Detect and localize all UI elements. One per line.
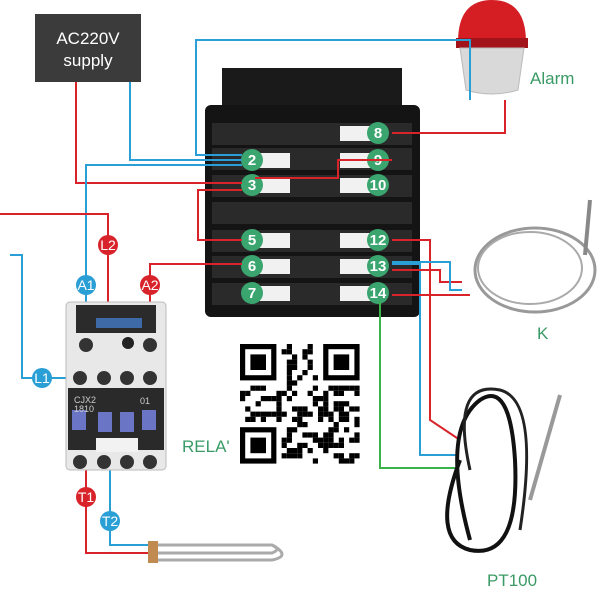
svg-text:A2: A2: [141, 277, 158, 293]
contactor-model-number: 1810: [74, 404, 94, 414]
terminal-marker: [241, 229, 263, 251]
thermocouple-label: K: [537, 324, 549, 343]
terminal-marker: [241, 282, 263, 304]
qr-code: [238, 342, 364, 468]
terminal-7: 7: [248, 285, 256, 302]
supply-line2: supply: [63, 51, 113, 70]
marker-l1: L1: [32, 368, 52, 388]
contactor-aux: 01: [140, 396, 150, 406]
terminal-marker: [367, 255, 389, 277]
heater-element: [148, 541, 284, 563]
terminal-marker: [367, 122, 389, 144]
relay-caption: RELA': [182, 437, 230, 456]
marker-a1: A1: [76, 275, 96, 295]
terminal-6: 6: [248, 258, 256, 275]
marker-t1: T1: [76, 487, 96, 507]
terminal-marker: [367, 174, 389, 196]
terminal-10: 10: [370, 177, 387, 194]
terminal-marker: [241, 149, 263, 171]
marker-t2: T2: [100, 511, 120, 531]
terminal-marker: [367, 282, 389, 304]
svg-text:T1: T1: [78, 489, 95, 505]
pt100-sensor: PT100: [445, 387, 562, 590]
k-thermocouple: K: [473, 199, 597, 343]
terminal-marker: [367, 229, 389, 251]
terminal-14: 14: [370, 285, 387, 302]
pt100-label: PT100: [487, 571, 537, 590]
svg-text:A1: A1: [77, 277, 94, 293]
contactor-model: CJX2: [74, 395, 96, 405]
svg-text:L1: L1: [34, 370, 50, 386]
terminal-13: 13: [370, 258, 387, 275]
terminal-row: [212, 202, 412, 224]
supply-line1: AC220V: [56, 29, 120, 48]
terminal-12: 12: [370, 232, 387, 249]
contactor: CJX2 1810 01: [65, 301, 167, 471]
svg-text:L2: L2: [100, 237, 116, 253]
svg-text:T2: T2: [102, 513, 119, 529]
terminal-marker: [241, 255, 263, 277]
marker-a2: A2: [140, 275, 160, 295]
terminal-5: 5: [248, 232, 256, 249]
terminal-3: 3: [248, 177, 256, 194]
terminal-2: 2: [248, 152, 256, 169]
terminal-marker: [241, 174, 263, 196]
terminal-8: 8: [374, 125, 382, 142]
supply-box: AC220V supply: [35, 14, 141, 82]
alarm-label: Alarm: [530, 69, 574, 88]
alarm-light: Alarm: [456, 0, 574, 95]
marker-l2: L2: [98, 235, 118, 255]
